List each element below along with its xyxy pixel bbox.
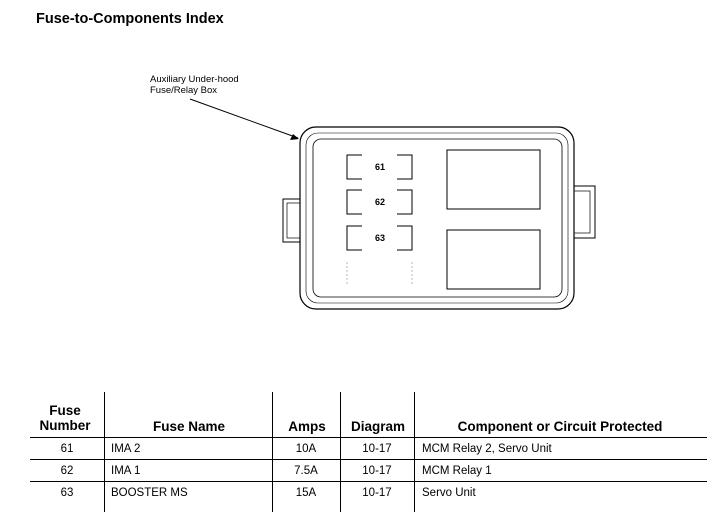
row-61-number: 61 [60, 443, 74, 455]
fuse-box-diagram [189, 98, 596, 310]
row-61-name: IMA 2 [111, 443, 141, 455]
fuse-label-61: 61 [374, 162, 385, 172]
row-62-number: 62 [60, 465, 74, 477]
row-62-component: MCM Relay 1 [422, 465, 492, 477]
fuse-box-inner-rim [305, 132, 569, 304]
header-fuse-number: Fuse Number [39, 403, 91, 433]
callout-arrowhead [290, 134, 299, 140]
callout-arrow-line [189, 98, 299, 139]
row-63-diagram: 10-17 [362, 487, 392, 499]
callout-label: Auxiliary Under-hood Fuse/Relay Box [150, 74, 239, 96]
row-63-name: BOOSTER MS [111, 487, 188, 499]
header-component: Component or Circuit Protected [457, 419, 663, 434]
row-61-component: MCM Relay 2, Servo Unit [422, 443, 552, 455]
header-fuse-name: Fuse Name [152, 419, 226, 434]
row-63-amps: 15A [295, 487, 317, 499]
row-62-name: IMA 1 [111, 465, 141, 477]
relay-upper [446, 149, 541, 210]
fuse-box-inner [312, 138, 563, 298]
header-diagram: Diagram [350, 419, 406, 434]
page-title: Fuse-to-Components Index [36, 11, 224, 27]
fuse-62-right-bracket [397, 189, 413, 215]
relay-lower [446, 229, 541, 290]
row-63-component: Servo Unit [422, 487, 476, 499]
row-62-diagram: 10-17 [362, 465, 392, 477]
fuse-61-right-bracket [397, 154, 413, 180]
right-mount-tab [573, 185, 596, 239]
fuse-62-left-bracket [346, 189, 362, 215]
row-61-diagram: 10-17 [362, 443, 392, 455]
row-63-number: 63 [60, 487, 74, 499]
left-mount-tab [282, 198, 301, 243]
fuse-63-left-bracket [346, 225, 362, 251]
row-61-amps: 10A [295, 443, 317, 455]
row-62-amps: 7.5A [294, 465, 318, 477]
fuse-61-left-bracket [346, 154, 362, 180]
fuse-label-62: 62 [374, 197, 385, 207]
fuse-label-63: 63 [374, 233, 385, 243]
header-amps: Amps [288, 419, 326, 434]
fuse-63-right-bracket [397, 225, 413, 251]
